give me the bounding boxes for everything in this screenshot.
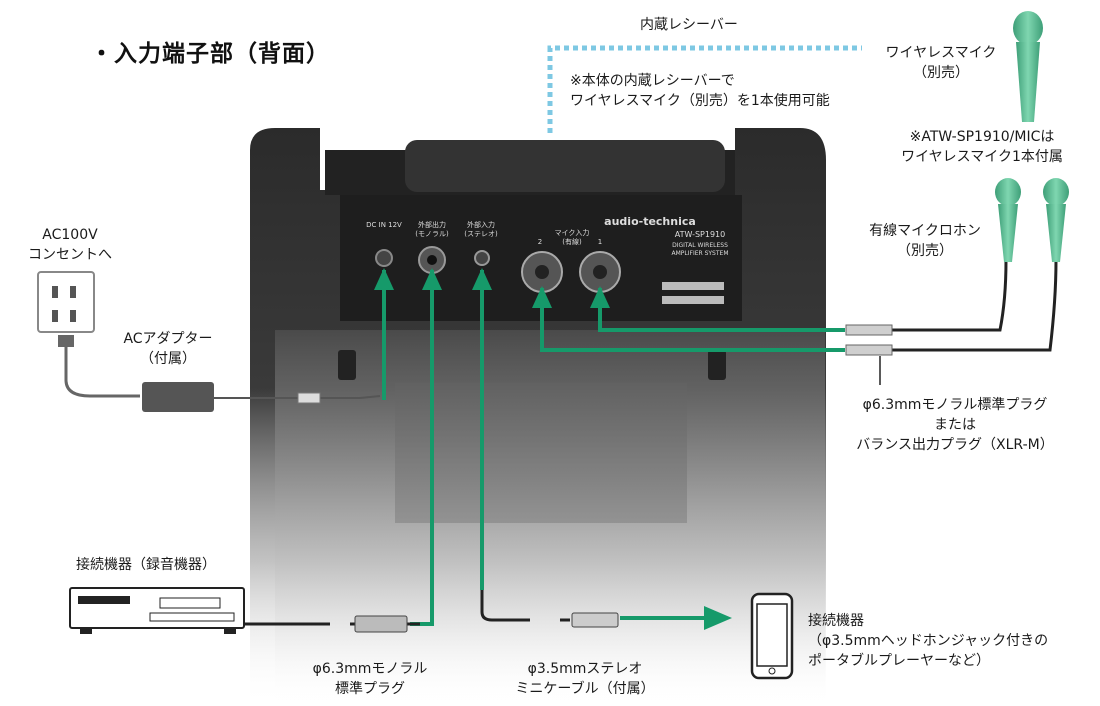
panel-ext-out-2: (モノラル): [415, 230, 449, 238]
dc-ferrite: [297, 392, 321, 404]
page-title: ・入力端子部（背面）: [90, 41, 330, 67]
ac-outlet-label-1: AC100V: [42, 227, 98, 243]
receiver-note-2: ワイヤレスマイク（別売）を1本使用可能: [570, 93, 830, 109]
arrowheads: [374, 268, 732, 630]
panel-mic-1: 1: [598, 238, 602, 246]
mini-cable: [480, 590, 570, 622]
ext-in-jack: [474, 250, 490, 266]
recorder-label: 接続機器（録音機器）: [76, 557, 216, 573]
wired-mic-2-icon: [1043, 178, 1069, 262]
speaker-body: [250, 128, 826, 706]
smartphone-icon: [750, 592, 794, 680]
plug-6-3-right-label-3: バランス出力プラグ（XLR-M）: [856, 437, 1054, 453]
plug-6-3-bottom-icon: [354, 615, 408, 633]
player-label-1: 接続機器: [808, 613, 864, 629]
player-arrow-head: [704, 606, 732, 630]
instruction-label: [395, 383, 687, 523]
wireless-mic-label-2: （別売）: [913, 65, 969, 81]
player-label-3: ポータブルプレーヤーなど）: [808, 653, 990, 669]
wireless-mic-note-1: ※ATW-SP1910/MICは: [909, 129, 1055, 145]
wireless-mic-note-2: ワイヤレスマイク1本付属: [901, 149, 1063, 165]
plug-6-3-right-label-1: φ6.3mmモノラル標準プラグ: [862, 397, 1048, 413]
panel-brand: audio-technica: [604, 215, 696, 228]
ac-adapter-label-1: ACアダプター: [123, 331, 213, 347]
wireless-mic-icon: [1013, 11, 1043, 122]
panel-model: ATW-SP1910: [675, 230, 725, 239]
panel-bar-1: [662, 282, 724, 290]
ac-outlet: [37, 271, 95, 333]
plug-6-3-bottom-label-2: 標準プラグ: [335, 681, 405, 697]
plug-6-3-bottom-label-1: φ6.3mmモノラル: [312, 661, 428, 677]
cable-hook-left: [338, 350, 356, 380]
dc-in-jack: [375, 249, 393, 267]
panel-bar-2: [662, 296, 724, 304]
mini-cable-label-2: ミニケーブル（付属）: [515, 681, 655, 697]
wireless-mic-label-1: ワイヤレスマイク: [885, 45, 997, 61]
dc-cord: [214, 395, 381, 399]
wired-mic-cables: [845, 259, 1058, 385]
panel-mic-in-2: (有線): [562, 237, 582, 246]
mic-2-cable-line: [540, 288, 845, 352]
mini-plug-icon: [571, 612, 619, 628]
panel-mic-in-1: マイク入力: [555, 228, 590, 237]
ac-outlet-label-2: コンセントへ: [28, 247, 112, 263]
ac-adapter-label-2: （付属）: [140, 351, 196, 367]
panel-ext-in-1: 外部入力: [467, 220, 495, 229]
panel-subtitle-1: DIGITAL WIRELESS: [672, 242, 728, 249]
receiver-signal-line: [547, 45, 862, 133]
recorder-device: [69, 587, 245, 634]
panel-ext-in-2: (ステレオ): [464, 230, 498, 238]
ac-plug: [58, 335, 74, 347]
panel-dc-in: DC IN 12V: [366, 221, 402, 229]
panel-ext-out-1: 外部出力: [418, 220, 446, 229]
panel-mic-2: 2: [538, 238, 542, 246]
carry-handle: [405, 140, 725, 192]
player-label-2: （φ3.5mmヘッドホンジャック付きの: [808, 633, 1049, 649]
ac-cord: [64, 345, 140, 398]
wired-mic-label-2: （別売）: [897, 243, 953, 259]
panel-labels: audio-technica ATW-SP1910 DIGITAL WIRELE…: [366, 215, 729, 304]
plug-6-3-right-label-2: または: [934, 417, 976, 433]
receiver-label: 内蔵レシーバー: [640, 17, 738, 33]
mini-cable-label-1: φ3.5mmステレオ: [527, 661, 643, 677]
cable-hook-right: [708, 350, 726, 380]
receiver-note-1: ※本体の内蔵レシーバーで: [570, 73, 735, 89]
panel-subtitle-2: AMPLIFIER SYSTEM: [671, 250, 728, 257]
wired-mic-1-icon: [995, 178, 1021, 262]
wired-mic-label-1: 有線マイクロホン: [869, 223, 981, 239]
ac-adapter-box: [142, 382, 214, 412]
